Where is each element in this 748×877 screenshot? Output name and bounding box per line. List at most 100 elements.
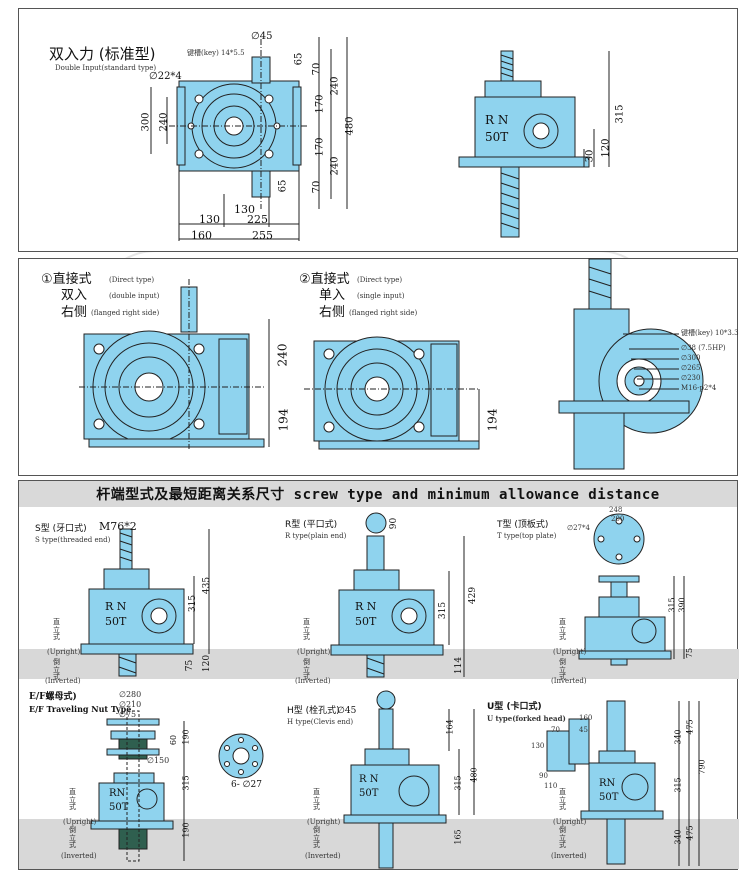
- h-upright-en: (Upright): [307, 818, 341, 826]
- s-dim-120: 120: [202, 654, 213, 673]
- u-dim-340-bottom: 340: [673, 829, 683, 845]
- s-inverted-en: (Inverted): [45, 677, 81, 685]
- r-dim-315: 315: [438, 601, 449, 620]
- ef-dim-315: 315: [181, 775, 191, 791]
- r-upright-cn: 直 立 式: [303, 618, 310, 642]
- motor-note-265: ∅265: [681, 364, 701, 372]
- motor-note-230: ∅230: [681, 374, 701, 382]
- r-model: 50T: [355, 615, 377, 628]
- dim-130-a: 130: [234, 203, 255, 216]
- side-dim-30: 30: [584, 149, 596, 163]
- r-dim-114: 114: [454, 656, 465, 675]
- direct-mid-cn2: 单入: [319, 288, 346, 303]
- u-dim-130: 130: [531, 742, 545, 750]
- s-type-title: S型 (牙口式): [35, 524, 87, 534]
- ef-dim-190-top: 190: [181, 729, 191, 745]
- dim-225: 225: [247, 213, 268, 226]
- motor-note-key: 键槽(key) 10*3.3: [681, 329, 739, 337]
- u-type-sub: U type(forked head): [487, 714, 566, 723]
- section-screw-types: 杆端型式及最短距离关系尺寸 screw type and minimum all…: [18, 480, 739, 870]
- u-upright-cn: 直 立 式: [559, 788, 566, 812]
- s-plate: R N: [105, 600, 127, 613]
- ef-dim-150: ∅150: [147, 756, 170, 765]
- u-dim-90: 90: [539, 772, 548, 780]
- s-dim-75: 75: [185, 659, 196, 672]
- u-upright-en: (Upright): [553, 818, 587, 826]
- ef-inverted-en: (Inverted): [61, 852, 97, 860]
- dia22x4-label: ∅22*4: [149, 71, 182, 82]
- s-type-sub: S type(threaded end): [35, 536, 111, 544]
- section3-header-band: [19, 481, 737, 507]
- h-model: 50T: [359, 788, 379, 799]
- u-dim-315: 315: [673, 777, 683, 793]
- u-dim-475-top: 475: [685, 719, 695, 735]
- t-dim-315: 315: [667, 597, 677, 613]
- u-inverted-en: (Inverted): [551, 852, 587, 860]
- h-inverted-en: (Inverted): [305, 852, 341, 860]
- ef-dim-190-bottom: 190: [181, 822, 191, 838]
- dim-170-top: 170: [314, 94, 326, 114]
- section3-title: 杆端型式及最短距离关系尺寸 screw type and minimum all…: [96, 487, 660, 503]
- t-inverted-en: (Inverted): [551, 677, 587, 685]
- r-type-sub: R type(plain end): [285, 532, 347, 540]
- t-dim-248: 248: [609, 506, 623, 514]
- dim-240-right-bottom: 240: [329, 156, 341, 176]
- t-type-sub: T type(top plate): [497, 532, 557, 540]
- s-model: 50T: [105, 615, 127, 628]
- ef-holes: 6- ∅27: [231, 780, 262, 790]
- h-dim-164: 164: [445, 719, 455, 735]
- r-dim-90: 90: [389, 517, 400, 530]
- h-dim-480: 480: [469, 767, 479, 783]
- section-standard-type: 双入力 (标准型) Double Input(standard type): [18, 8, 738, 252]
- dim-170-bottom: 170: [314, 137, 326, 157]
- t-upright-en: (Upright): [553, 648, 587, 656]
- ef-type-title: E/F螺母式): [29, 692, 77, 702]
- side-plate-label: R N: [485, 113, 509, 127]
- ef-upright-en: (Upright): [63, 818, 97, 826]
- direct-mid-dim-194: 194: [485, 408, 500, 432]
- ef-model: 50T: [109, 802, 129, 813]
- dim-240-left: 240: [158, 112, 170, 132]
- motor-note-38: ∅38 (7.5HP): [681, 344, 726, 352]
- direct-left-dim-240: 240: [275, 343, 290, 367]
- dim-130-b: 130: [199, 213, 220, 226]
- direct-left-en1: (Direct type): [109, 276, 155, 284]
- r-upright-en: (Upright): [297, 648, 331, 656]
- r-inverted-cn: 倒 立 式: [303, 658, 310, 682]
- u-dim-110: 110: [544, 782, 558, 790]
- r-dim-429: 429: [468, 586, 479, 605]
- direct-left-cn1: ①直接式: [41, 272, 92, 287]
- screw-type-drawings: [80, 512, 700, 869]
- ef-type-sub: E/F Traveling Nut Type: [29, 704, 132, 714]
- t-hole: ∅27*4: [567, 524, 590, 532]
- s-dim-315: 315: [188, 594, 199, 613]
- u-dim-70: 70: [551, 726, 560, 734]
- dia45-label: ∅45: [251, 31, 273, 42]
- t-dim-390: 390: [677, 597, 687, 613]
- direct-mid-cn1: ②直接式: [299, 272, 350, 287]
- ef-plate: RN: [109, 788, 126, 799]
- motor-note-m16: M16-p2*4: [681, 384, 717, 392]
- s-dim-435: 435: [202, 576, 213, 595]
- dim-160: 160: [191, 229, 212, 242]
- h-inverted-cn: 倒 立 式: [313, 826, 320, 850]
- direct-mid-cn3: 右侧: [319, 305, 346, 320]
- r-plate: R N: [355, 600, 377, 613]
- h-type-sub: H type(Clevis end): [287, 718, 354, 726]
- t-dim-200: 200: [611, 515, 625, 523]
- direct-left-dim-194: 194: [276, 408, 291, 432]
- s-upright-cn: 直 立 式: [53, 618, 60, 642]
- direct-mid-en1: (Direct type): [357, 276, 403, 284]
- u-dim-340-top: 340: [673, 729, 683, 745]
- s-upright-en: (Upright): [47, 648, 81, 656]
- dim-300: 300: [140, 112, 152, 132]
- section-direct-type: ①直接式 (Direct type) 双入 (double input) 右侧 …: [18, 258, 739, 476]
- direct-mid-en2: (single input): [357, 292, 405, 300]
- direct-left-en2: (double input): [109, 292, 160, 300]
- r-inverted-en: (Inverted): [295, 677, 331, 685]
- direct-mid-en3: (flanged right side): [349, 309, 418, 317]
- side-dim-315: 315: [614, 104, 626, 124]
- dim-255: 255: [252, 229, 273, 242]
- h-dim-165: 165: [453, 829, 463, 845]
- t-upright-cn: 直 立 式: [559, 618, 566, 642]
